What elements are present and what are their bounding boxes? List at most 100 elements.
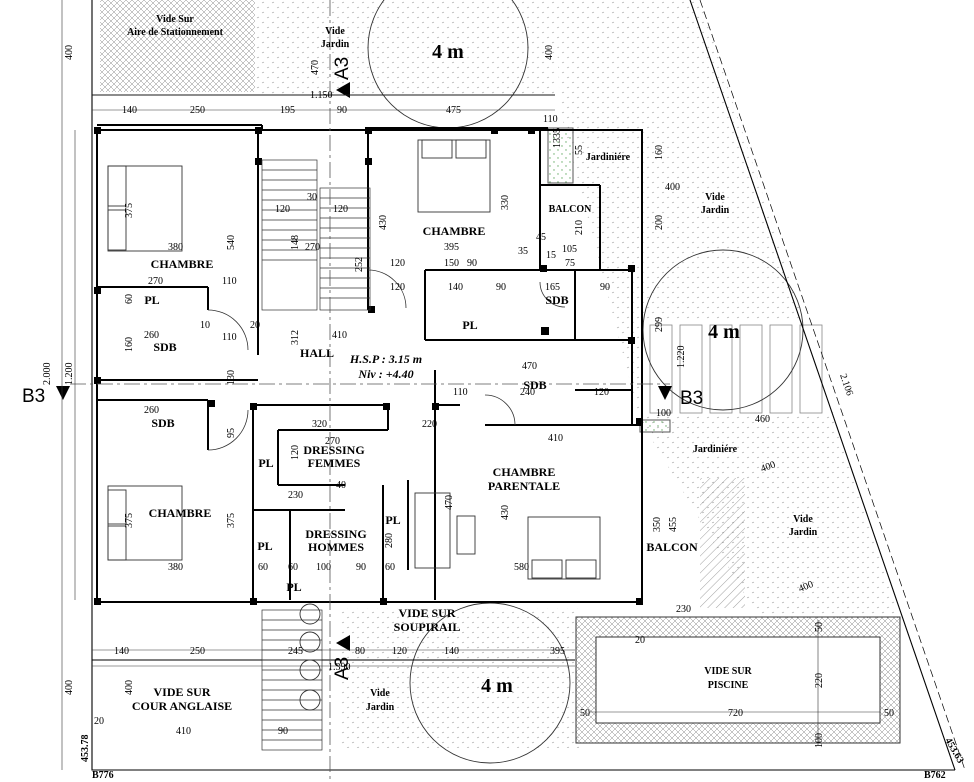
dim-270-b: 270 — [305, 242, 320, 253]
dim-395: 395 — [444, 242, 459, 253]
dim-400-e: 400 — [759, 459, 777, 474]
dim-160-a: 160 — [124, 337, 135, 352]
dim-20-b: 20 — [635, 635, 645, 646]
marker-lvl-right: 453.63 — [942, 736, 965, 765]
dim-380-b: 380 — [168, 562, 183, 573]
label-sdb-mid: SDB — [523, 378, 546, 392]
dim-150: 150 — [444, 258, 459, 269]
dim-top-250: 250 — [190, 105, 205, 116]
dim-270-a: 270 — [148, 276, 163, 287]
dim-240: 240 — [520, 387, 535, 398]
pool — [575, 616, 901, 744]
label-hsp: H.S.P : 3.15 m — [349, 352, 422, 366]
dim-bot-total: 1.390 — [328, 662, 351, 673]
stairs — [261, 159, 371, 751]
label-vide-cour-2: COUR ANGLAISE — [132, 699, 232, 713]
dim-540: 540 — [226, 235, 237, 250]
dim-100: 100 — [656, 408, 671, 419]
dim-10-a: 10 — [200, 320, 210, 331]
dim-top-140: 140 — [122, 105, 137, 116]
dim-400-ne: 400 — [665, 182, 680, 193]
dim-430-b: 430 — [500, 505, 511, 520]
dim-160-b: 160 — [654, 145, 665, 160]
dim-1335: 1335 — [552, 128, 563, 148]
label-pl-nw: PL — [144, 293, 159, 307]
dim-bot-395: 395 — [550, 646, 565, 657]
dim-110-c: 110 — [453, 387, 468, 398]
dim-top-470: 470 — [310, 60, 321, 75]
section-labels: A3 A3 B3 B3 — [22, 57, 703, 680]
dim-left-400-bottom: 400 — [64, 680, 75, 695]
section-b3-right: B3 — [680, 388, 703, 409]
label-vide-parking-2: Aire de Stationnement — [127, 27, 224, 38]
dim-bot-250: 250 — [190, 646, 205, 657]
dim-60-a: 60 — [124, 294, 135, 304]
dim-bot-245: 245 — [288, 646, 303, 657]
label-dressing-hommes-2: HOMMES — [308, 540, 364, 554]
dim-45: 45 — [536, 232, 546, 243]
dim-120-f: 120 — [290, 445, 301, 460]
dim-top-90: 90 — [337, 105, 347, 116]
dim-210: 210 — [574, 220, 585, 235]
dim-120-c: 120 — [390, 258, 405, 269]
dim-375-c: 375 — [226, 513, 237, 528]
dim-left-1200: 1.200 — [64, 363, 75, 386]
label-vide-jardin-ne-2: Jardin — [701, 205, 730, 216]
section-a3-top: A3 — [332, 57, 353, 80]
label-vide-soupirail-2: SOUPIRAIL — [394, 620, 461, 634]
label-pl-bottom1: PL — [257, 539, 272, 553]
dim-row-60a: 60 — [258, 562, 268, 573]
dim-148: 148 — [290, 235, 301, 250]
dim-120-a: 120 — [275, 204, 290, 215]
section-b3-left: B3 — [22, 386, 45, 407]
dim-470: 470 — [522, 361, 537, 372]
label-vide-jardin-top-1: Vide — [325, 26, 345, 37]
dim-299: 299 — [654, 317, 665, 332]
dim-75: 75 — [565, 258, 575, 269]
dim-top-475: 475 — [446, 105, 461, 116]
dim-220-a: 220 — [422, 419, 437, 430]
dim-400-e2: 400 — [797, 579, 815, 595]
label-vide-jardin-bottom-1: Vide — [370, 688, 390, 699]
dim-diag-2106: 2.106 — [837, 372, 855, 397]
dim-top-400-left: 400 — [64, 45, 75, 60]
dim-260-b: 260 — [144, 405, 159, 416]
dim-top-total: 1.150 — [310, 90, 333, 101]
dim-90-b: 90 — [496, 282, 506, 293]
dim-410-a: 410 — [332, 330, 347, 341]
dim-bot-140b: 140 — [444, 646, 459, 657]
label-sdb-center: SDB — [545, 293, 568, 307]
label-vide-cour-1: VIDE SUR — [153, 685, 210, 699]
label-jardiniere-right: Jardiniére — [693, 444, 738, 455]
label-balcon-top: BALCON — [549, 204, 593, 215]
label-vide-jardin-e-2: Jardin — [789, 527, 818, 538]
dim-455: 455 — [668, 517, 679, 532]
dim-280: 280 — [384, 533, 395, 548]
dim-left-400-bottom2: 400 — [124, 680, 135, 695]
dim-380-a: 380 — [168, 242, 183, 253]
dim-bot-140: 140 — [114, 646, 129, 657]
dim-90-a: 90 — [467, 258, 477, 269]
dim-200: 200 — [654, 215, 665, 230]
label-dressing-femmes-2: FEMMES — [308, 456, 361, 470]
label-dressing-femmes-1: DRESSING — [303, 443, 364, 457]
room-labels: Vide Sur Aire de Stationnement Vide Jard… — [127, 14, 818, 713]
dim-row-60c: 60 — [385, 562, 395, 573]
doors — [207, 269, 566, 451]
dim-260-a: 260 — [144, 330, 159, 341]
dim-row-60b: 60 — [288, 562, 298, 573]
label-niv: Niv : +4.40 — [357, 367, 413, 381]
dim-bot-80: 80 — [355, 646, 365, 657]
label-chambre-sw: CHAMBRE — [149, 506, 212, 520]
label-pl-dress: PL — [385, 513, 400, 527]
dim-230-b: 230 — [676, 604, 691, 615]
marker-lvl-left: 453.78 — [80, 735, 91, 763]
dim-40: 40 — [336, 480, 346, 491]
label-vide-jardin-top-2: Jardin — [321, 39, 350, 50]
dim-140-a: 140 — [448, 282, 463, 293]
label-circle-right: 4 m — [708, 321, 740, 343]
dim-left-2000: 2.000 — [42, 363, 53, 386]
label-vide-jardin-ne-1: Vide — [705, 192, 725, 203]
marker-b776: B776 — [92, 770, 114, 781]
